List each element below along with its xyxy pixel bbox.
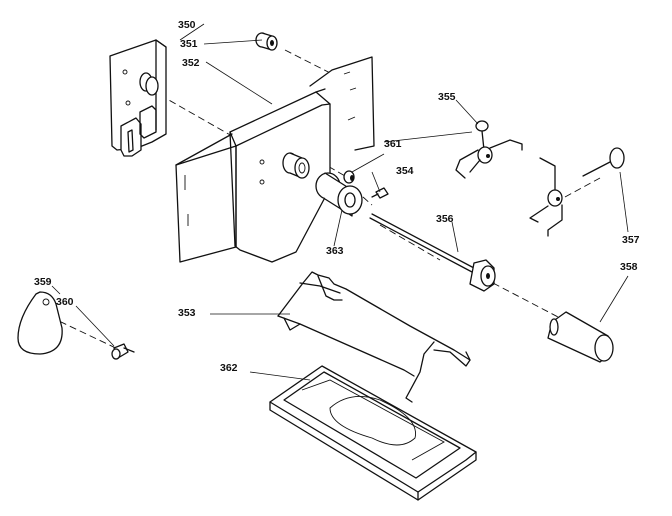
part-labels: 350 351 352 355 361 354 356 357 363 358 …	[34, 19, 640, 374]
label-353: 353	[178, 307, 196, 319]
part-354-screw	[371, 187, 389, 199]
leader-lines	[51, 23, 629, 381]
label-362: 362	[220, 362, 238, 374]
part-358-handle	[547, 311, 614, 363]
label-354: 354	[396, 165, 414, 177]
label-356: 356	[436, 213, 454, 225]
label-358: 358	[620, 261, 638, 273]
part-356-spit-rod	[369, 213, 496, 292]
label-350: 350	[178, 19, 196, 31]
label-357: 357	[622, 234, 640, 246]
part-357-thumb-screw	[582, 147, 625, 177]
part-351-spacer	[255, 32, 278, 51]
part-363-coupling	[315, 172, 363, 217]
part-362-drip-pan	[269, 365, 477, 501]
label-355: 355	[438, 91, 456, 103]
part-359-tag	[17, 291, 63, 355]
label-351: 351	[180, 38, 198, 50]
part-350-bracket	[109, 39, 167, 157]
label-361: 361	[384, 138, 402, 150]
label-360: 360	[56, 296, 74, 308]
part-361-bushing	[343, 170, 355, 184]
label-363: 363	[326, 245, 344, 257]
label-359: 359	[34, 276, 52, 288]
part-360-tag-screw	[111, 343, 135, 360]
part-353-wire-rack	[277, 271, 471, 403]
part-355-spit-forks	[455, 120, 563, 237]
part-352-housing	[175, 56, 375, 263]
label-352: 352	[182, 57, 200, 69]
